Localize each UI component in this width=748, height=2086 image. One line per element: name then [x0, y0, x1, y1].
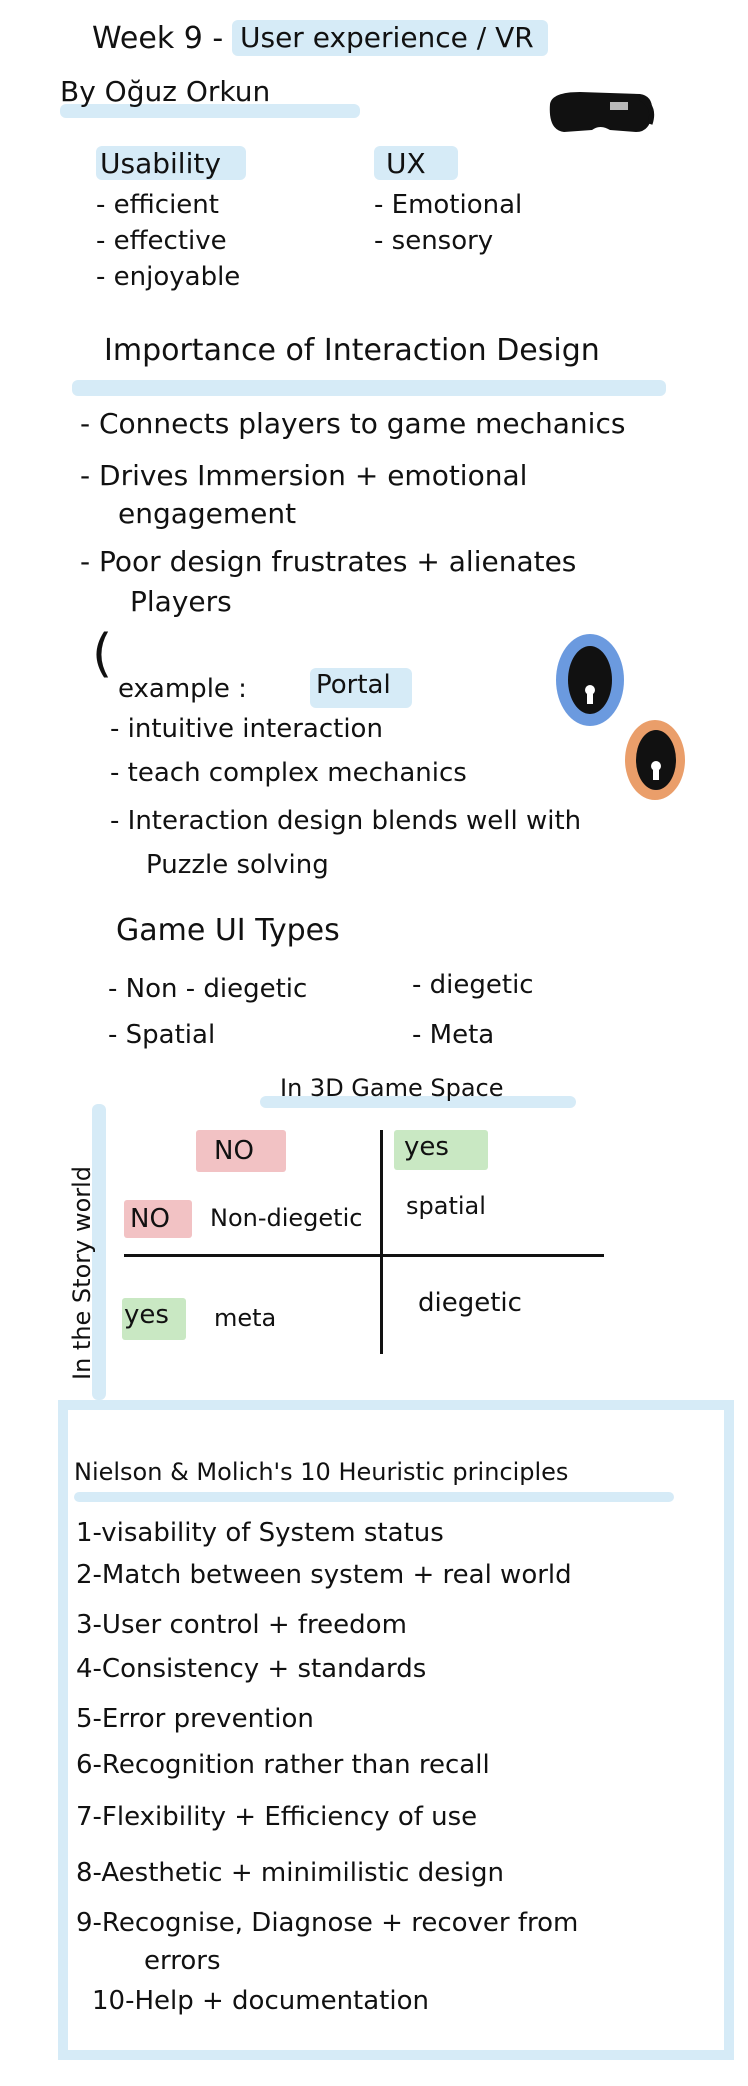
usability-heading-bg: [96, 146, 246, 180]
top-axis-underline: [260, 1096, 576, 1108]
usability-item: - effective: [96, 226, 227, 256]
example-item: - Interaction design blends well with: [110, 806, 582, 836]
heuristic-item: 9-Recognise, Diagnose + recover from: [76, 1908, 579, 1938]
side-axis-label: In the Story world: [68, 1165, 96, 1380]
row-yes-bg: [122, 1298, 186, 1340]
portal-highlight-bg: [310, 668, 412, 708]
top-axis-label: In 3D Game Space: [280, 1074, 504, 1102]
cell-meta: meta: [214, 1304, 277, 1332]
page-title-topic: User experience / VR: [240, 21, 534, 54]
col-yes-bg: [394, 1130, 488, 1170]
example-label: example :: [118, 674, 247, 704]
matrix-vertical-line: [380, 1130, 383, 1354]
heuristic-item: errors: [144, 1946, 221, 1976]
author: By Oğuz Orkun: [60, 75, 271, 108]
bracket-glyph: (: [92, 624, 113, 684]
example-item: Puzzle solving: [146, 850, 329, 880]
side-axis-bar: [92, 1104, 106, 1400]
importance-item: - Poor design frustrates + alienates: [80, 545, 577, 578]
cell-non-diegetic: Non-diegetic: [210, 1204, 363, 1232]
heuristic-item: 1-visability of System status: [76, 1518, 444, 1548]
example-portal: Portal: [316, 670, 391, 700]
ux-item: - sensory: [374, 226, 494, 256]
title-highlight-bg: [232, 20, 548, 56]
cell-diegetic: diegetic: [418, 1288, 522, 1318]
usability-heading: Usability: [100, 147, 221, 180]
author-underline: [60, 104, 360, 118]
matrix-horizontal-line: [124, 1254, 604, 1257]
ui-types-heading: Game UI Types: [116, 913, 340, 948]
importance-underline: [72, 380, 666, 396]
importance-item: - Connects players to game mechanics: [80, 407, 626, 440]
vr-headset-icon: [549, 92, 655, 132]
heuristic-item: 4-Consistency + standards: [76, 1654, 427, 1684]
row-no-label: NO: [130, 1204, 170, 1234]
ui-type-item: - Non - diegetic: [108, 974, 308, 1004]
ui-type-item: - diegetic: [412, 970, 534, 1000]
importance-item: engagement: [118, 497, 297, 530]
heuristics-box: [58, 1400, 734, 2060]
ux-heading: UX: [386, 147, 426, 180]
blue-portal-icon: [556, 634, 624, 726]
row-no-bg: [124, 1200, 192, 1238]
heuristic-item: 8-Aesthetic + minimilistic design: [76, 1858, 504, 1888]
col-yes-label: yes: [404, 1132, 449, 1162]
heuristic-item: 2-Match between system + real world: [76, 1560, 572, 1590]
col-no-label: NO: [214, 1136, 254, 1166]
heuristic-item: 7-Flexibility + Efficiency of use: [76, 1802, 478, 1832]
ui-type-item: - Meta: [412, 1020, 495, 1050]
importance-heading: Importance of Interaction Design: [104, 333, 600, 368]
usability-item: - efficient: [96, 190, 219, 220]
importance-item: - Drives Immersion + emotional: [80, 459, 528, 492]
heuristic-item: 10-Help + documentation: [92, 1986, 429, 2016]
page-title-prefix: Week 9 -: [92, 21, 224, 56]
ux-item: - Emotional: [374, 190, 523, 220]
heuristic-item: 5-Error prevention: [76, 1704, 314, 1734]
heuristic-item: 6-Recognition rather than recall: [76, 1750, 490, 1780]
ui-type-item: - Spatial: [108, 1020, 216, 1050]
example-item: - teach complex mechanics: [110, 758, 467, 788]
heuristic-item: 3-User control + freedom: [76, 1610, 407, 1640]
usability-item: - enjoyable: [96, 262, 241, 292]
example-item: - intuitive interaction: [110, 714, 383, 744]
cell-spatial: spatial: [406, 1192, 486, 1220]
heuristics-heading: Nielson & Molich's 10 Heuristic principl…: [74, 1458, 569, 1486]
row-yes-label: yes: [124, 1300, 169, 1330]
heuristics-underline: [74, 1492, 674, 1502]
ux-heading-bg: [374, 146, 458, 180]
importance-item: Players: [130, 585, 232, 618]
col-no-bg: [196, 1130, 286, 1172]
orange-portal-icon: [625, 720, 685, 800]
